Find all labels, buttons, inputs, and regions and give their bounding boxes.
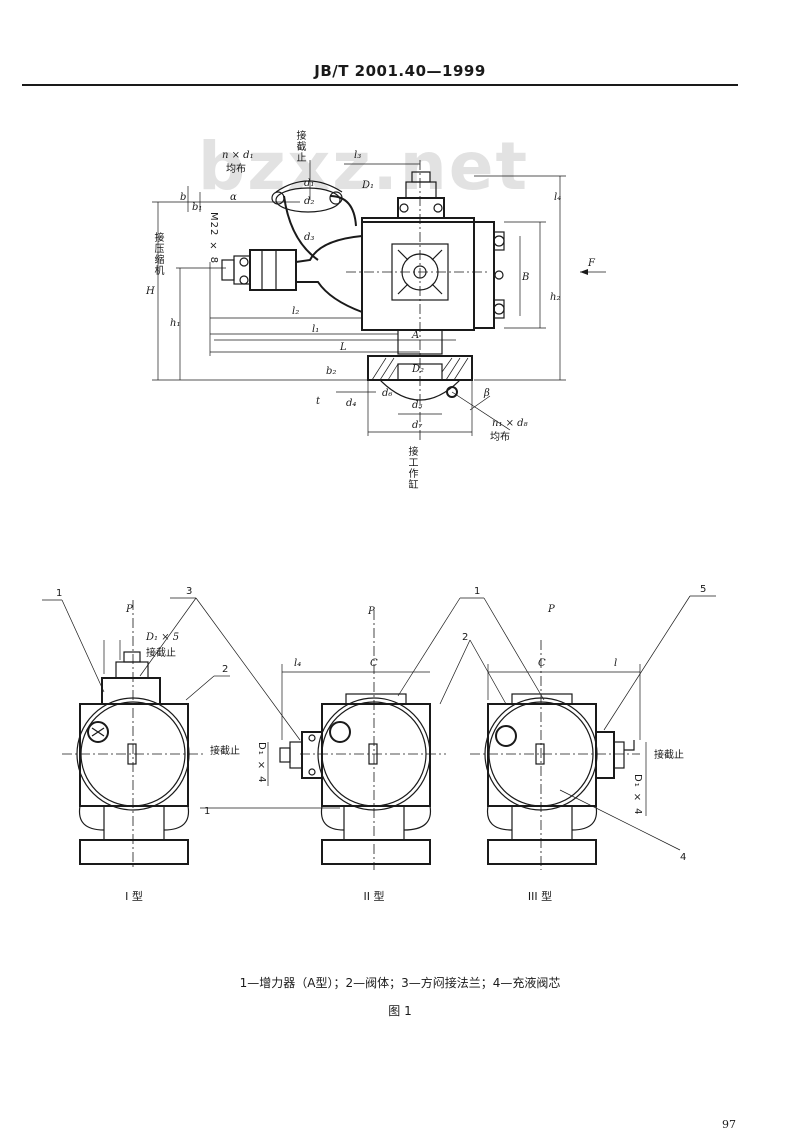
dim-l4: l₄ (554, 192, 561, 203)
figure-caption: 1—增力器（A型）；2—阀体；3—方闷接法兰；4—充液阀芯 (239, 976, 561, 990)
dim-B: B (521, 272, 529, 283)
dim-b: b (180, 192, 186, 203)
dim-h1: h₁ (170, 318, 180, 329)
callout-2-b: 2 (462, 632, 468, 643)
view-type-3 (470, 640, 640, 870)
dim-h2: h₂ (550, 292, 560, 303)
callout-1-b: 1 (204, 806, 210, 817)
label-bolt-upper-note: 均布 (226, 163, 246, 175)
label-port-view2: 接截止 (210, 746, 240, 757)
dim-l1: l₁ (312, 324, 319, 335)
label-d1x5: D₁ × 5 (145, 632, 179, 643)
dim-C-view3: C (538, 658, 546, 669)
dim-alpha: α (230, 192, 237, 203)
valve-body-top (346, 160, 490, 440)
dim-d7: d₇ (412, 420, 422, 431)
elbow-pipe (221, 180, 363, 313)
label-bolt-lower-note: 均布 (490, 431, 510, 443)
view-1-type-label: I 型 (125, 890, 143, 903)
dim-t: t (316, 396, 321, 407)
dim-d5: d₅ (412, 400, 422, 411)
dim-H: H (145, 286, 155, 297)
page-number: 97 (722, 1118, 736, 1131)
callout-1-c: 1 (474, 586, 480, 597)
dim-d2: d₂ (304, 196, 314, 207)
dim-d1: d₁ (304, 178, 314, 189)
label-port-upper: 接截止 (294, 130, 305, 163)
arrow-F-label: F (587, 258, 596, 269)
view-1-p-label: P (125, 604, 133, 615)
dim-beta: β (483, 388, 490, 399)
label-bolt-upper: n × d₁ (222, 150, 254, 161)
label-d1x4-left: D₁ × 4 (256, 742, 267, 784)
label-port-top-view1: 接截止 (146, 646, 176, 659)
dim-D2: D₂ (411, 364, 424, 375)
standard-number-header: JB/T 2001.40—1999 (314, 62, 486, 80)
dim-l4-view2: l₄ (294, 658, 301, 669)
dim-d4: d₄ (346, 398, 356, 409)
view-type-2 (279, 610, 446, 870)
watermark-text: bzxz.net (198, 128, 530, 205)
figure-label: 图 1 (388, 1004, 412, 1018)
right-flange (473, 221, 505, 329)
view-2-p-label: P (367, 606, 375, 617)
bottom-flange-section (367, 329, 473, 401)
header-rule (22, 84, 738, 86)
view-type-1 (62, 600, 206, 870)
label-port-left: 接压缩机 (152, 232, 163, 276)
callout-1-a: 1 (56, 588, 62, 599)
dim-b1: b₁ (192, 202, 202, 213)
view-3-type-label: III 型 (527, 890, 553, 903)
label-port-view3: 接截止 (654, 748, 684, 761)
view-3-p-label: P (547, 604, 555, 615)
dim-b2: b₂ (326, 366, 336, 377)
dim-D1: D₁ (361, 180, 374, 191)
dim-L: L (339, 342, 347, 353)
label-port-bottom: 接工作缸 (406, 446, 417, 490)
label-bolt-lower: n₁ × d₈ (492, 418, 528, 429)
dim-l-view3: l (614, 658, 617, 669)
view-2-type-label: II 型 (363, 890, 385, 903)
dim-l2: l₂ (292, 306, 299, 317)
callout-4: 4 (680, 852, 686, 863)
leader-lines (42, 595, 716, 851)
dim-A: A (411, 330, 419, 341)
dim-l3: l₃ (354, 150, 361, 161)
label-d1x4-right: D₁ × 4 (632, 774, 643, 816)
top-flange (397, 171, 445, 219)
dim-C-view2: C (370, 658, 378, 669)
callout-3: 3 (186, 586, 192, 597)
dim-d6: d₆ (382, 388, 392, 399)
callout-2-a: 2 (222, 664, 228, 675)
dimension-lines-top (152, 160, 606, 436)
callout-5: 5 (700, 584, 706, 595)
dim-d3: d₃ (304, 232, 314, 243)
label-thread: M22 × 8 (208, 212, 219, 265)
